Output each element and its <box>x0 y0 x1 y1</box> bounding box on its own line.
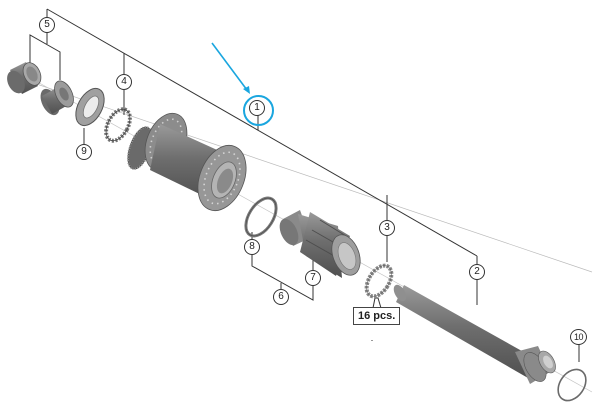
callout-10[interactable]: 10 <box>570 329 587 345</box>
callout-8[interactable]: 8 <box>244 239 260 255</box>
highlight-arrow <box>211 42 250 94</box>
callout-7[interactable]: 7 <box>305 270 321 286</box>
part-hub-body <box>126 112 247 211</box>
center-axis-line <box>9 74 593 273</box>
part-freehub-washer <box>244 196 278 238</box>
highlight-ring <box>243 95 274 126</box>
quantity-label: 16 pcs. <box>353 307 401 325</box>
callout-5[interactable]: 5 <box>39 17 55 33</box>
part-cone-outer <box>7 62 42 94</box>
callout-6[interactable]: 6 <box>273 289 289 305</box>
callout-2[interactable]: 2 <box>469 264 485 280</box>
callout-9[interactable]: 9 <box>76 144 92 160</box>
leader-lines <box>29 8 580 362</box>
callout-4[interactable]: 4 <box>116 74 132 90</box>
part-lock-nut <box>40 80 74 116</box>
callout-3[interactable]: 3 <box>379 220 395 236</box>
part-dust-cap <box>75 87 105 127</box>
part-axle <box>393 284 556 384</box>
part-o-ring <box>557 368 587 402</box>
part-steel-balls <box>364 263 394 299</box>
part-freehub-body <box>279 210 361 278</box>
part-ball-retainer <box>104 107 132 143</box>
callout-1[interactable]: 1 <box>249 100 265 116</box>
